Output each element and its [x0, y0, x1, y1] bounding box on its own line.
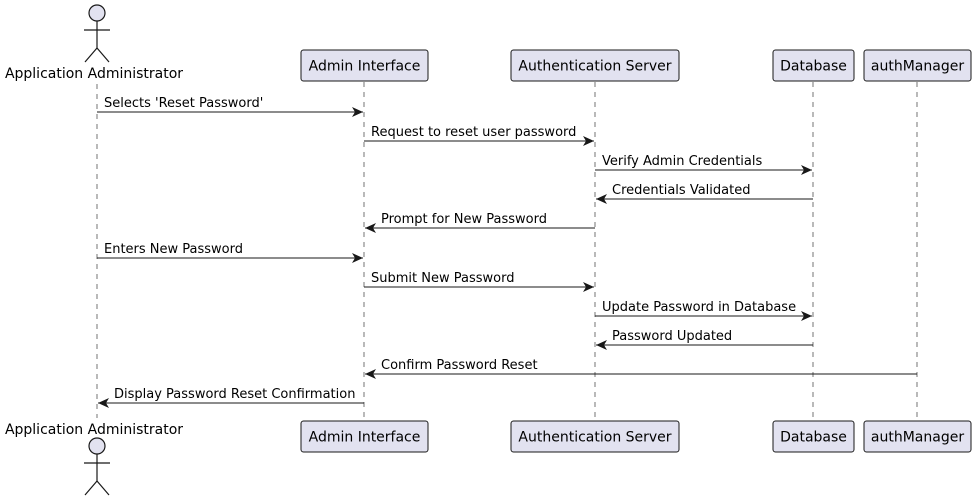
participant-label: Authentication Server — [518, 59, 671, 75]
message-11: Display Password Reset Confirmation — [98, 387, 364, 408]
participant-box — [510, 420, 680, 453]
actor-figure-icon — [84, 437, 110, 496]
participant-authentication-server-bottom: Authentication Server — [510, 420, 680, 453]
participant-box — [863, 49, 972, 82]
message-4: Credentials Validated — [596, 183, 813, 204]
participant-admin-interface-top: Admin Interface — [300, 49, 429, 82]
message-label: Submit New Password — [371, 271, 514, 286]
message-6: Enters New Password — [97, 242, 363, 263]
actor-figure-icon — [84, 4, 110, 63]
message-5: Prompt for New Password — [365, 212, 595, 233]
message-label: Selects 'Reset Password' — [104, 96, 263, 111]
participant-box — [510, 49, 680, 82]
participant-label: Database — [780, 59, 847, 75]
message-9: Password Updated — [596, 329, 813, 350]
message-label: Password Updated — [612, 329, 732, 344]
participant-box — [772, 420, 855, 453]
message-label: Request to reset user password — [371, 125, 576, 140]
participant-label: Database — [780, 430, 847, 446]
participant-database-top: Database — [772, 49, 855, 82]
participant-authentication-server-top: Authentication Server — [510, 49, 680, 82]
messages: Selects 'Reset Password' Request to rese… — [97, 96, 917, 408]
message-label: Confirm Password Reset — [381, 358, 538, 373]
participant-box — [772, 49, 855, 82]
message-label: Enters New Password — [104, 242, 243, 257]
participant-authmanager-top: authManager — [863, 49, 972, 82]
message-10: Confirm Password Reset — [365, 358, 917, 379]
message-label: Prompt for New Password — [381, 212, 547, 227]
participant-box — [300, 420, 429, 453]
participants-bottom: Application Administrator Admin Interfac… — [5, 420, 972, 496]
participant-label: Admin Interface — [309, 59, 421, 75]
participant-label: authManager — [871, 59, 964, 75]
participant-database-bottom: Database — [772, 420, 855, 453]
participant-box — [300, 49, 429, 82]
lifelines — [96, 82, 918, 420]
message-1: Selects 'Reset Password' — [97, 96, 363, 117]
actor-application-administrator-top: Application Administrator — [5, 4, 183, 82]
message-label: Display Password Reset Confirmation — [114, 387, 355, 402]
message-7: Submit New Password — [364, 271, 594, 292]
message-2: Request to reset user password — [364, 125, 594, 146]
message-label: Verify Admin Credentials — [602, 154, 762, 169]
message-3: Verify Admin Credentials — [595, 154, 812, 175]
actor-label: Application Administrator — [5, 66, 183, 82]
participant-label: Admin Interface — [309, 430, 421, 446]
participant-label: Authentication Server — [518, 430, 671, 446]
message-label: Update Password in Database — [602, 300, 796, 315]
actor-application-administrator-bottom: Application Administrator — [5, 422, 183, 496]
message-label: Credentials Validated — [612, 183, 750, 198]
message-8: Update Password in Database — [595, 300, 812, 321]
actor-label: Application Administrator — [5, 422, 183, 438]
participant-authmanager-bottom: authManager — [863, 420, 972, 453]
participant-admin-interface-bottom: Admin Interface — [300, 420, 429, 453]
participant-label: authManager — [871, 430, 964, 446]
participant-box — [863, 420, 972, 453]
participants-top: Application Administrator Admin Interfac… — [5, 4, 972, 82]
